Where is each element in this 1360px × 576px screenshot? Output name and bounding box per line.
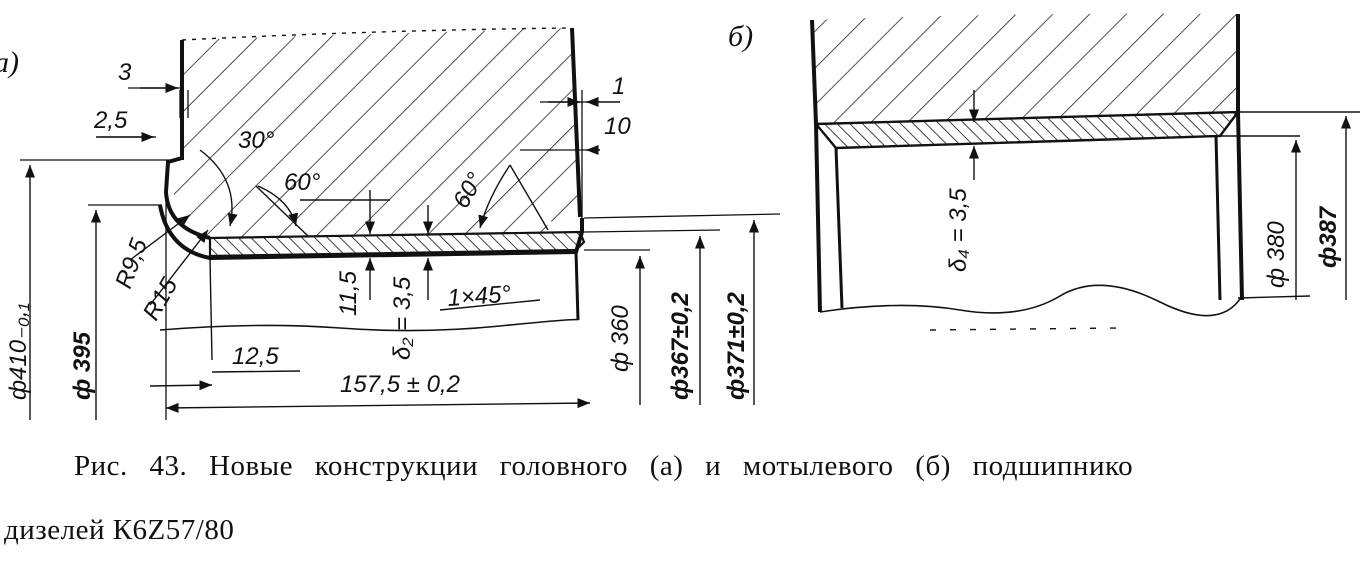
bearing-drawing: а) xyxy=(0,13,1360,420)
babbitt-layer-a xyxy=(208,230,586,258)
dim-3: 3 xyxy=(118,59,132,86)
dim-371: ф371±0,2 xyxy=(723,292,750,400)
radius-15: R15 xyxy=(138,273,184,325)
dim-2-5: 2,5 xyxy=(93,107,128,134)
dim-157-5: 157,5 ± 0,2 xyxy=(340,371,460,398)
housing-a xyxy=(172,27,582,238)
dim-delta4: δ₄ = 3,5 xyxy=(945,188,972,272)
angle-60-left: 60° xyxy=(284,169,321,196)
figure-a-label: а) xyxy=(0,46,19,79)
housing-b xyxy=(812,13,1238,125)
dim-395: ф 395 xyxy=(69,331,96,400)
dim-410: ф410₋₀,₁ xyxy=(5,303,32,400)
dim-11-5: 11,5 xyxy=(335,270,362,316)
caption-line-1: Рис. 43. Новые конструкции головного (а)… xyxy=(74,450,1134,482)
dim-360: ф 360 xyxy=(607,305,634,372)
dim-380: ф 380 xyxy=(1263,221,1290,288)
dim-367: ф367±0,2 xyxy=(667,292,694,400)
dim-1: 1 xyxy=(612,73,625,100)
figure-a: а) xyxy=(0,27,781,420)
caption-line-2: дизелей К6Z57/80 xyxy=(4,514,235,546)
dim-387: ф387 xyxy=(1315,205,1342,268)
dim-delta2: δ₂ = 3,5 xyxy=(389,276,416,360)
figure-b: б) δ₄ = 3,5 ф 380 ф387 xyxy=(728,13,1360,331)
angle-30: 30° xyxy=(238,127,275,154)
figure-b-label: б) xyxy=(728,20,753,53)
dim-10: 10 xyxy=(604,113,631,140)
chamfer-1x45: 1×45° xyxy=(447,281,513,312)
dim-12-5: 12,5 xyxy=(232,343,279,370)
radius-9-5: R9,5 xyxy=(110,235,153,292)
